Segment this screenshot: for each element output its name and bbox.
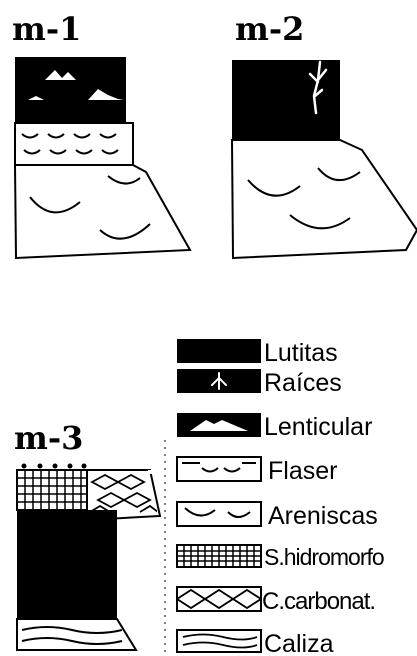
legend-label-lenticular: Lenticular bbox=[264, 413, 372, 441]
m2-root-mark bbox=[308, 60, 328, 115]
legend-swatch-hidromorf bbox=[176, 544, 262, 568]
column-m1: m-1 bbox=[12, 10, 192, 260]
legend-label-flaser: Flaser bbox=[268, 457, 337, 485]
column-m1-title: m-1 bbox=[12, 10, 81, 48]
m1-crossbed-marks bbox=[29, 175, 151, 240]
legend-label-lutitas: Lutitas bbox=[264, 339, 338, 367]
legend-swatch-carbonat bbox=[176, 586, 262, 612]
column-m3-title: m-3 bbox=[14, 419, 83, 457]
legend: Lutitas Raíces Lenticular Flaser Arenisc… bbox=[176, 339, 385, 656]
legend-root-icon bbox=[211, 372, 227, 390]
m3-carbonat-bed bbox=[86, 469, 162, 522]
m3-caliza-bed bbox=[16, 618, 138, 651]
m3-caliza-marks bbox=[21, 626, 123, 645]
m3-dots bbox=[21, 463, 87, 469]
legend-flaser-icon bbox=[182, 462, 256, 473]
m3-lutitas-bed bbox=[17, 510, 117, 619]
m2-areniscas-bed bbox=[230, 139, 417, 260]
legend-label-hidromorf: S.hidromorfo bbox=[264, 544, 384, 570]
legend-label-raices: Raíces bbox=[264, 369, 342, 397]
legend-swatch-flaser bbox=[176, 456, 262, 482]
legend-label-areniscas: Areniscas bbox=[268, 502, 378, 530]
legend-areniscas-icon bbox=[184, 507, 251, 518]
legend-label-caliza: Caliza bbox=[264, 630, 334, 656]
m2-crossbed-marks bbox=[247, 167, 361, 230]
legend-swatch-caliza bbox=[176, 629, 262, 653]
m1-flaser-marks bbox=[21, 133, 119, 155]
m1-lutitas-bed bbox=[15, 57, 126, 123]
legend-lens-icon bbox=[190, 420, 248, 431]
column-m2: m-2 bbox=[230, 10, 417, 260]
m1-lenticular-lenses bbox=[28, 70, 124, 100]
legend-swatch-lutitas bbox=[177, 339, 261, 363]
legend-label-carbonat: C.carbonat. bbox=[262, 588, 375, 615]
column-m2-title: m-2 bbox=[235, 10, 304, 48]
column-m3: m-3 bbox=[14, 419, 166, 656]
m1-flaser-bed bbox=[14, 122, 134, 166]
m1-areniscas-bed bbox=[13, 164, 192, 260]
m3-hidromorfo-bed bbox=[16, 463, 88, 511]
